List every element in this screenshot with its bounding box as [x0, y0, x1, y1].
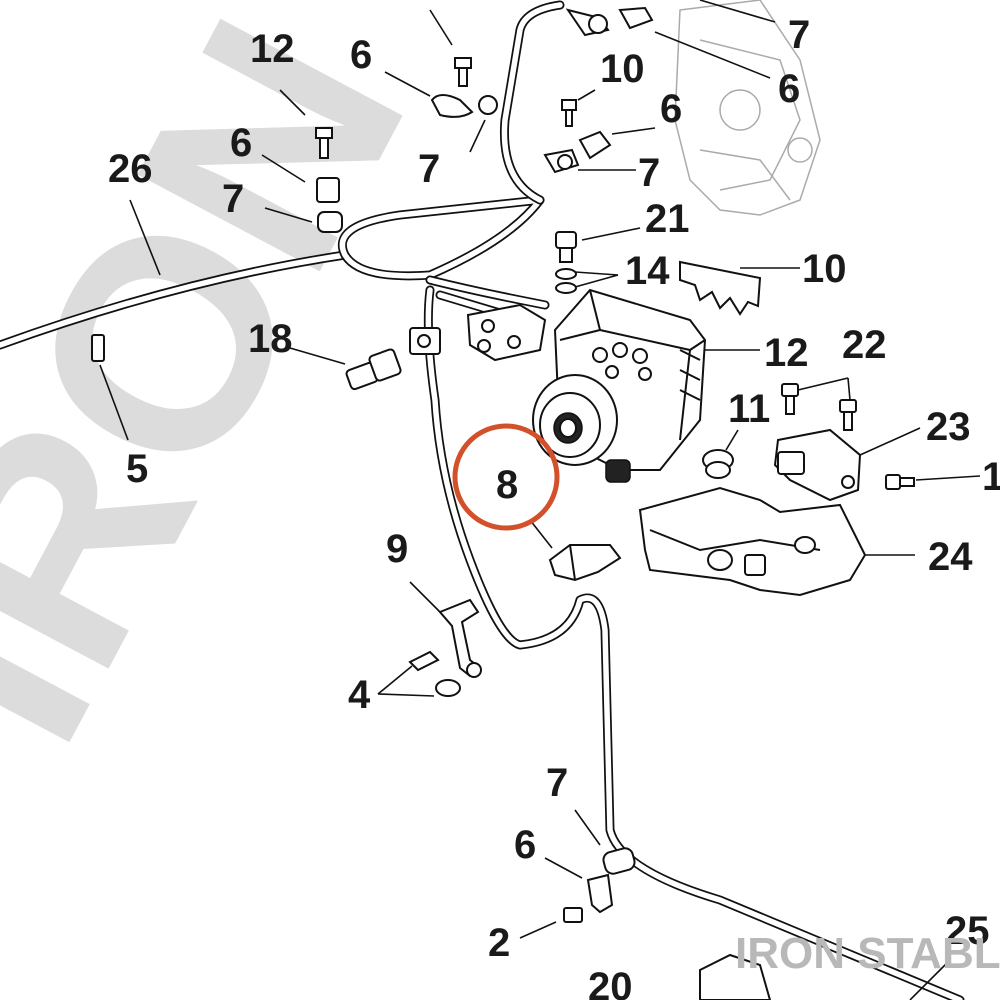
abs-module [532, 288, 707, 483]
callout-6-top-right: 6 [778, 67, 800, 111]
highlight-circle [452, 423, 560, 531]
part-9 [438, 598, 482, 678]
callout-26: 26 [108, 147, 153, 191]
part-4 [408, 650, 461, 697]
part-22 [781, 383, 857, 431]
callout-7-mid-right: 7 [638, 151, 660, 195]
callout-22: 22 [842, 323, 887, 367]
callouts: 12 6 10 7 6 6 7 26 6 7 7 21 14 10 18 12 … [108, 13, 1000, 1000]
callout-7-left: 7 [222, 177, 244, 221]
callout-18: 18 [248, 317, 293, 361]
callout-7-top-right: 7 [788, 13, 810, 57]
callout-6-bottom: 6 [514, 823, 536, 867]
callout-6-mid-right: 6 [660, 87, 682, 131]
callout-10-top: 10 [600, 47, 645, 91]
callout-12-top: 12 [250, 27, 295, 71]
callout-14: 14 [625, 249, 670, 293]
callout-24: 24 [928, 535, 973, 579]
callout-25: 25 [945, 909, 990, 953]
callout-7-center: 7 [418, 147, 440, 191]
part-1 [885, 474, 915, 490]
callout-2: 2 [488, 921, 510, 965]
callout-20: 20 [588, 965, 633, 1000]
leader-lines [99, 0, 981, 1000]
callout-6-left: 6 [230, 121, 252, 165]
part-24 [638, 486, 867, 597]
callout-8: 8 [496, 463, 518, 507]
small-parts [91, 6, 762, 391]
callout-23: 23 [926, 405, 971, 449]
bottom-parts [563, 847, 772, 1000]
callout-1: 1 [982, 455, 1000, 499]
background-component [674, 0, 821, 216]
callout-7-bottom: 7 [546, 761, 568, 805]
part-23 [773, 428, 862, 502]
callout-12-right: 12 [764, 331, 809, 375]
callout-4: 4 [348, 673, 371, 717]
callout-5: 5 [126, 447, 148, 491]
callout-11: 11 [728, 387, 770, 431]
callout-6-top: 6 [350, 33, 372, 77]
corner-watermark: IRON STABLE [735, 929, 1000, 978]
callout-10-right: 10 [802, 247, 847, 291]
part-8 [548, 544, 622, 582]
part-11 [702, 449, 734, 479]
callout-21: 21 [645, 197, 690, 241]
callout-9: 9 [386, 527, 408, 571]
